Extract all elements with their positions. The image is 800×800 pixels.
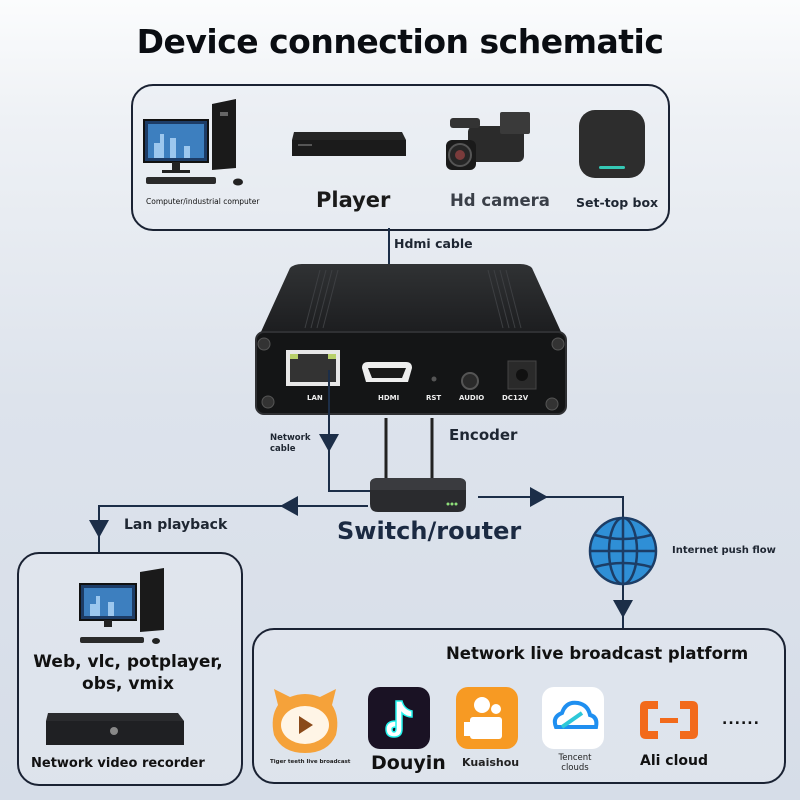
internet-arrow-icon — [530, 487, 548, 507]
platform-label-kuaishou: Kuaishou — [462, 756, 520, 769]
kuaishou-camera-icon — [456, 687, 518, 749]
platform-label-douyin: Douyin — [371, 752, 446, 774]
tencent-cloud-icon — [542, 687, 604, 749]
router-icon — [370, 418, 466, 512]
blu-ray-player-icon — [292, 132, 406, 156]
douyin-note-icon — [368, 687, 430, 749]
network-arrow-icon — [319, 434, 339, 452]
camera-label: Hd camera — [450, 191, 550, 210]
platform-label-aliyun: Ali cloud — [640, 753, 709, 769]
globe-icon — [588, 516, 658, 586]
port-label-lan: LAN — [307, 394, 323, 402]
encoder-device — [255, 264, 567, 415]
router-label: Switch/router — [337, 517, 522, 545]
network-cable-line-h — [328, 490, 370, 492]
playback-software-label: Web, vlc, potplayer, obs, vmix — [33, 652, 223, 694]
set-top-box-icon — [579, 110, 645, 178]
nvr-label: Network video recorder — [31, 756, 205, 771]
hd-camera-icon — [446, 112, 530, 170]
internet-down-arrow-icon — [613, 600, 633, 618]
network-cable-label: Network cable — [270, 433, 311, 454]
aliyun-bracket-icon — [640, 701, 698, 739]
more-platforms-ellipsis: ...... — [722, 712, 760, 728]
lan-playback-label: Lan playback — [124, 517, 228, 533]
hdmi-cable-label: Hdmi cable — [394, 236, 473, 251]
port-label-dc12v: DC12V — [502, 394, 529, 402]
port-label-audio: AUDIO — [459, 394, 485, 402]
settop-label: Set-top box — [576, 195, 659, 210]
nvr-icon — [46, 713, 184, 745]
lan-arrow-icon — [280, 496, 298, 516]
platforms-title: Network live broadcast platform — [446, 644, 749, 663]
lan-playback-line — [98, 505, 368, 507]
internet-label: Internet push flow — [672, 545, 776, 556]
player-label: Player — [316, 188, 391, 212]
computer-icon — [143, 99, 243, 186]
computer-label: Computer/industrial computer — [146, 197, 260, 206]
platform-label-tencent: Tencent clouds — [558, 753, 592, 773]
playback-computer-icon — [79, 568, 164, 644]
internet-line — [478, 496, 624, 498]
network-cable-line — [328, 370, 330, 492]
port-label-rst: RST — [426, 394, 442, 402]
port-label-hdmi: HDMI — [378, 394, 400, 402]
lan-down-arrow-icon — [89, 520, 109, 538]
page-title: Device connection schematic — [136, 22, 664, 61]
encoder-label: Encoder — [449, 426, 518, 444]
huya-tiger-icon — [272, 689, 338, 753]
platform-label-huya: Tiger teeth live broadcast — [270, 759, 351, 765]
